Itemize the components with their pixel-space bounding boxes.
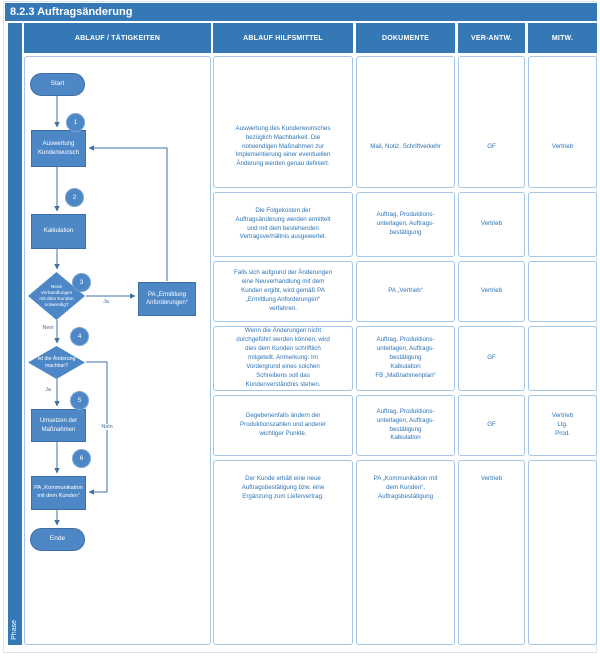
mitw-row1: Vertrieb [528, 56, 597, 188]
column-header-ablauf-hilfsmittel: ABLAUF HILFSMITTEL [213, 23, 353, 53]
page-title: 8.2.3 Auftragsänderung [5, 3, 597, 21]
dokumente-row4: Auftrag, Produktions- unterlagen, Auftra… [356, 326, 455, 391]
flow-step-auswertung-kundenwunsch: Auswertung Kundenwunsch [31, 130, 86, 167]
verantw-row6: Vertrieb [458, 460, 525, 645]
verantw-row2: Vertrieb [458, 192, 525, 257]
dokumente-row6: PA „Kommunikation mit dem Kunden“, Auftr… [356, 460, 455, 645]
dokumente-row2: Auftrag, Produktions- unterlagen, Auftra… [356, 192, 455, 257]
step-number-badge-4: 4 [70, 327, 89, 346]
mitw-row2 [528, 192, 597, 257]
flow-sidebox-pa-ermittlung-anforderungen: PA „Ermittlung Anforderungen“ [138, 282, 196, 316]
mitw-row5: Vertrieb Ltg. Prod. [528, 395, 597, 456]
column-header-ablauf-taetigkeiten: ABLAUF / TÄTIGKEITEN [24, 23, 211, 53]
mitw-row6 [528, 460, 597, 645]
step-number-badge-5: 5 [70, 391, 89, 410]
hilfsmittel-row4: Wenn die Änderungen nicht durchgeführt w… [213, 326, 353, 391]
column-header-ver-antw: VER-ANTW. [458, 23, 525, 53]
hilfsmittel-row1: Auswertung des Kundenwunsches bezüglich … [213, 56, 353, 188]
hilfsmittel-row5: Gegebenenfalls ändern der Produktionszah… [213, 395, 353, 456]
hilfsmittel-row6: Der Kunde erhält eine neue Auftragsbestä… [213, 460, 353, 645]
flow-step-kalkulation: Kalkulation [31, 214, 86, 249]
branch-label-ja-down: Ja [45, 387, 51, 393]
column-header-mitw: MITW. [528, 23, 597, 53]
verantw-row3: Vertrieb [458, 261, 525, 322]
phase-strip: Phase [8, 23, 22, 645]
verantw-row4: GF [458, 326, 525, 391]
step-number-badge-1: 1 [66, 113, 85, 132]
branch-label-ja-side: Ja [103, 299, 109, 305]
flow-step-umsetzen-massnahmen: Umsetzen der Maßnahmen [31, 409, 86, 442]
mitw-row4 [528, 326, 597, 391]
dokumente-row5: Auftrag, Produktions- unterlagen, Auftra… [356, 395, 455, 456]
flow-step-pa-kommunikation-kunde: PA „Kommunikation mit dem Kunden“ [31, 476, 86, 510]
dokumente-row1: Mail, Notiz, Schriftverkehr [356, 56, 455, 188]
branch-label-nein-down: Nein [42, 325, 54, 331]
hilfsmittel-row3: Falls sich aufgrund der Änderungen eine … [213, 261, 353, 322]
column-header-dokumente: DOKUMENTE [356, 23, 455, 53]
phase-label: Phase [11, 620, 18, 640]
step-number-badge-2: 2 [65, 188, 84, 207]
flow-end-terminator: Ende [30, 528, 85, 551]
verantw-row5: GF [458, 395, 525, 456]
step-number-badge-3: 3 [72, 273, 91, 292]
mitw-row3 [528, 261, 597, 322]
hilfsmittel-row2: Die Folgekosten der Auftragsänderung wer… [213, 192, 353, 257]
step-number-badge-6: 6 [72, 449, 91, 468]
branch-label-nein-side: Nein [95, 424, 119, 430]
flow-start-terminator: Start [30, 73, 85, 96]
dokumente-row3: PA „Vertrieb“ [356, 261, 455, 322]
verantw-row1: GF [458, 56, 525, 188]
